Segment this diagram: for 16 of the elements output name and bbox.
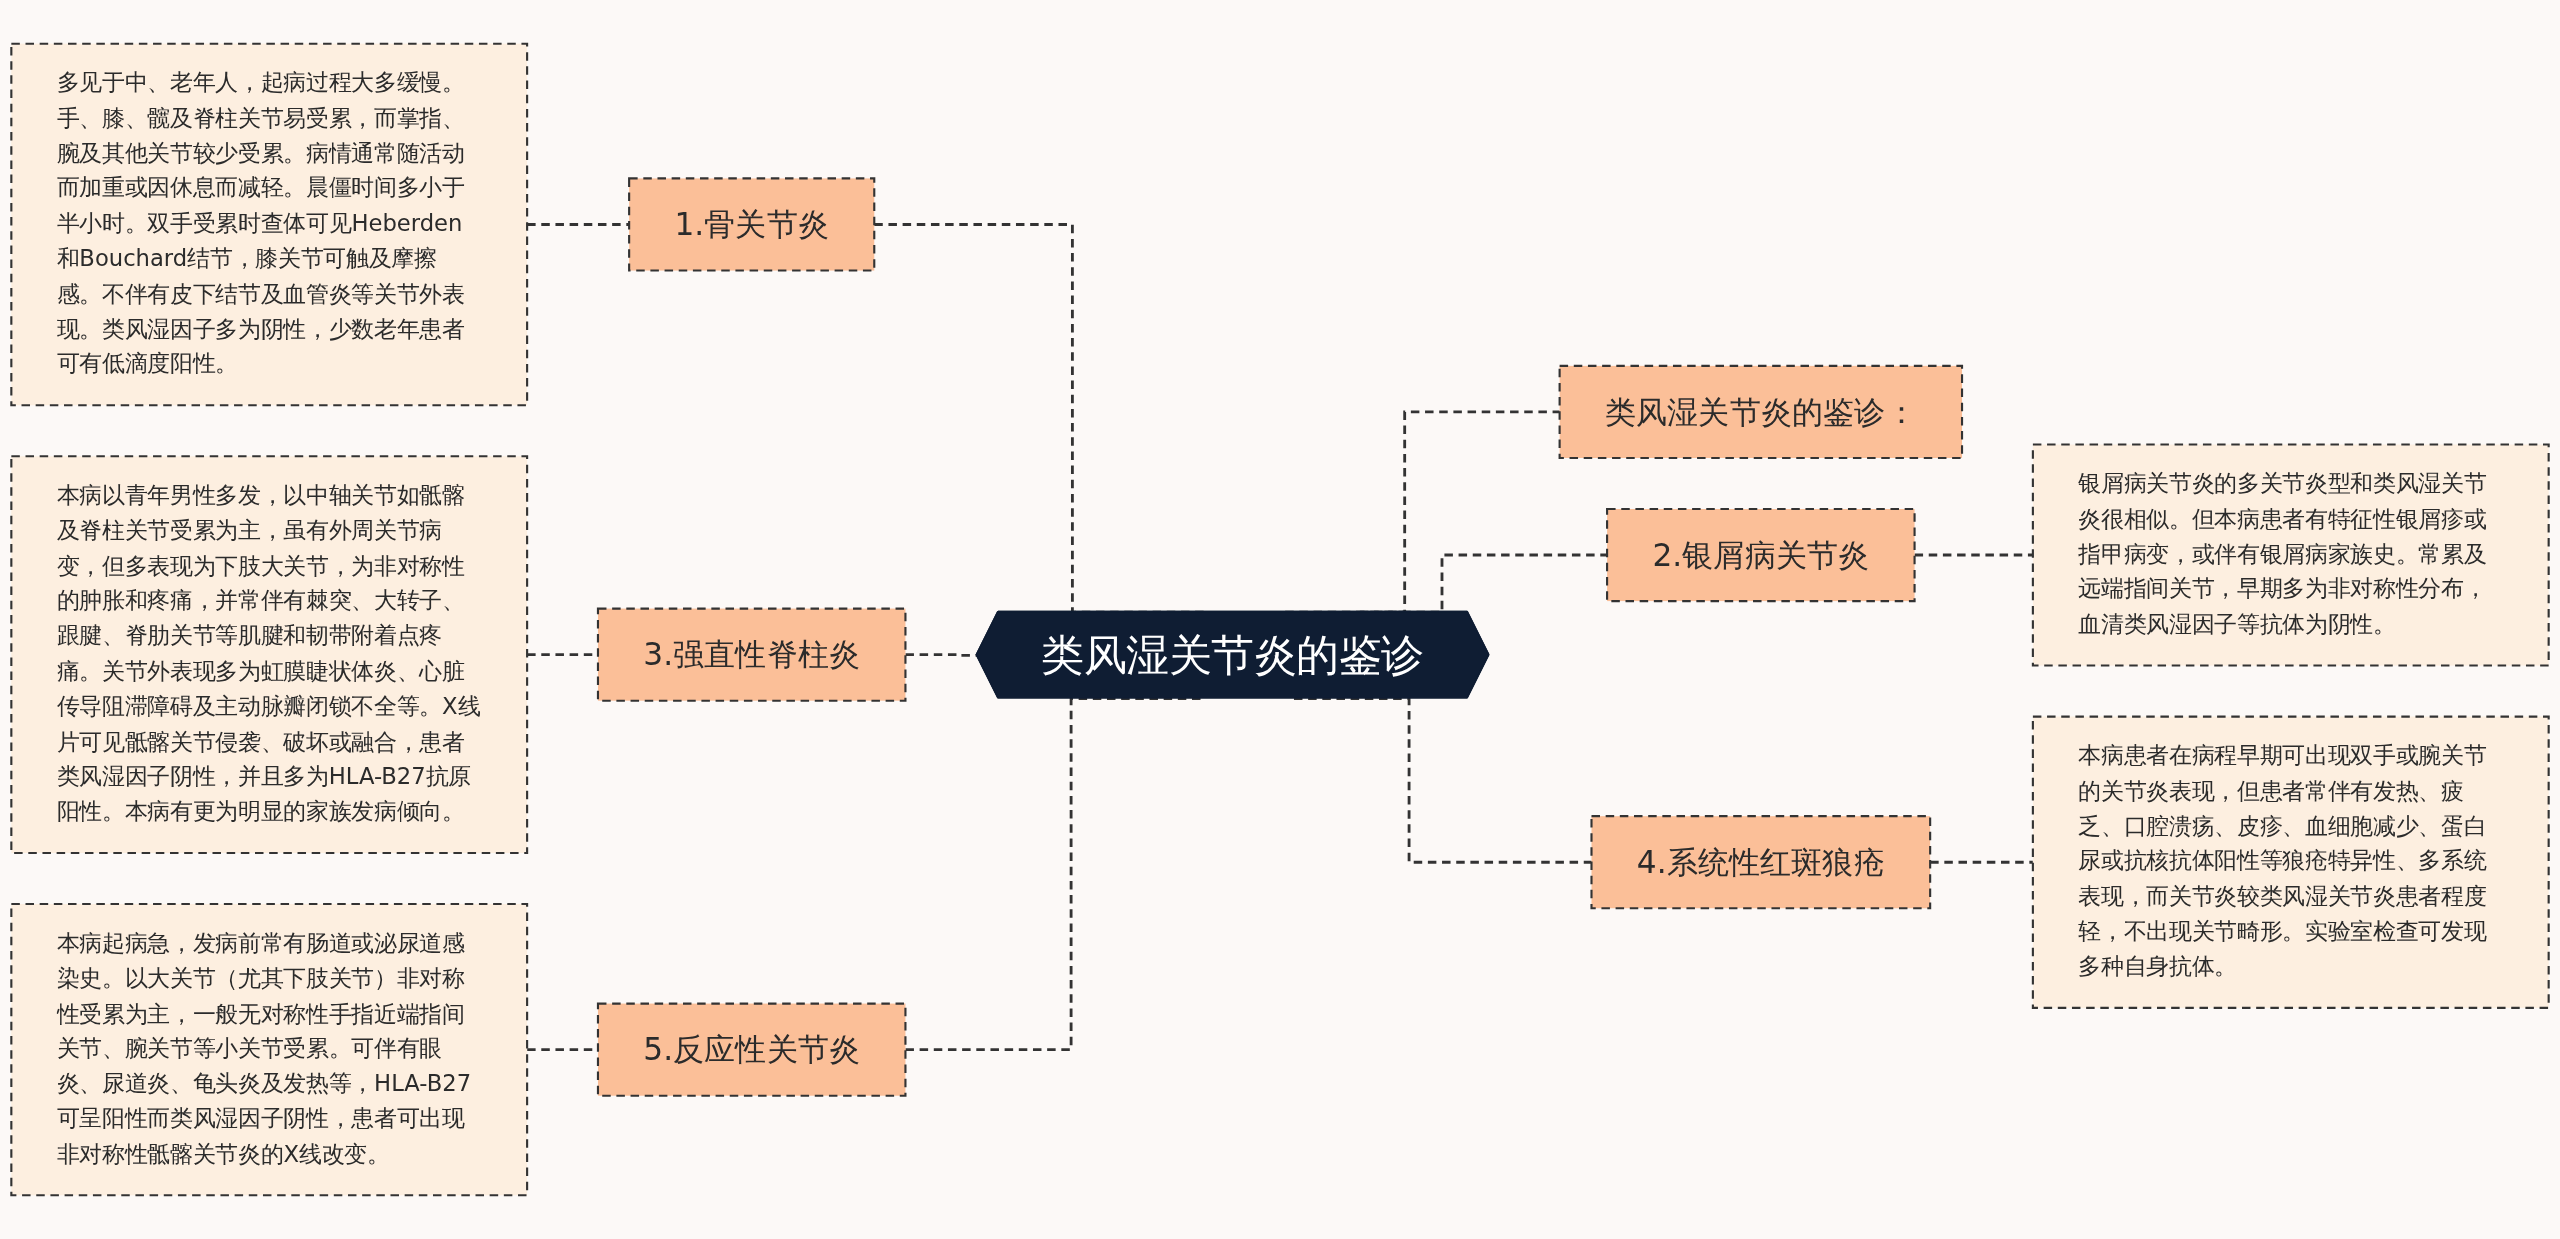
node-box: 4.系统性红斑狼疮 [1590, 815, 1932, 910]
node-box: 类风湿关节炎的鉴诊： [1558, 364, 1964, 460]
connector [1293, 697, 1592, 864]
node-box: 2.银屑病关节炎 [1606, 507, 1916, 603]
connector [1930, 860, 2033, 864]
connector [905, 697, 1202, 1052]
node-box: 本病患者在病程早期可出现双手或腕关节的关节炎表现，但患者常伴有发热、疲乏、口腔溃疡、皮疹、血细胞减少、蛋白尿或抗核抗体阳性等狼疮特异性、多系统表现，而关节炎较类风湿关节炎患者程度轻，不出现关节畸形。实验室检查可发现多种自身抗体。 [2031, 715, 2550, 1009]
node-box: 银屑病关节炎的多关节炎型和类风湿关节炎很相似。但本病患者有特征性银屑疹或指甲病变，或伴有银屑病家族史。常累及远端指间关节，早期多为非对称性分布，血清类风湿因子等抗体为阴性。 [2031, 443, 2550, 667]
connector [527, 223, 630, 226]
connector [1914, 553, 2033, 557]
node-box: 1.骨关节炎 [628, 177, 876, 272]
node-box: 本病起病急，发病前常有肠道或泌尿道感染史。以大关节（尤其下肢关节）非对称性受累为主，一般无对称性手指近端指间关节、腕关节等小关节受累。可伴有眼炎、尿道炎、龟头炎及发热等，HLA-B27可呈阳性而类风湿因子阴性，患者可出现非对称性骶髂关节炎的X线改变。 [10, 902, 529, 1197]
node-box: 5.反应性关节炎 [596, 1002, 907, 1097]
node-box: 3.强直性脊柱炎 [596, 607, 907, 702]
node-box: 多见于中、老年人，起病过程大多缓慢。手、膝、髋及脊柱关节易受累，而掌指、腕及其他关节较少受累。病情通常随活动而加重或因休息而减轻。晨僵时间多小于半小时。双手受累时查体可见Heberden和Bouchard结节，膝关节可触及摩擦感。不伴有皮下结节及血管炎等关节外表现。类风湿因子多为阴性，少数老年患者可有低滴度阳性。 [10, 42, 529, 407]
node-box: 本病以青年男性多发，以中轴关节如骶髂及脊柱关节受累为主，虽有外周关节病变，但多表现为下肢大关节，为非对称性的肿胀和疼痛，并常伴有棘突、大转子、跟腱、脊肋关节等肌腱和韧带附着点疼痛。关节外表现多为虹膜睫状体炎、心脏传导阻滞障碍及主动脉瓣闭锁不全等。X线片可见骶髂关节侵袭、破坏或融合，患者类风湿因子阴性，并且多为HLA-B27抗原阳性。本病有更为明显的家族发病倾向。 [10, 455, 529, 855]
